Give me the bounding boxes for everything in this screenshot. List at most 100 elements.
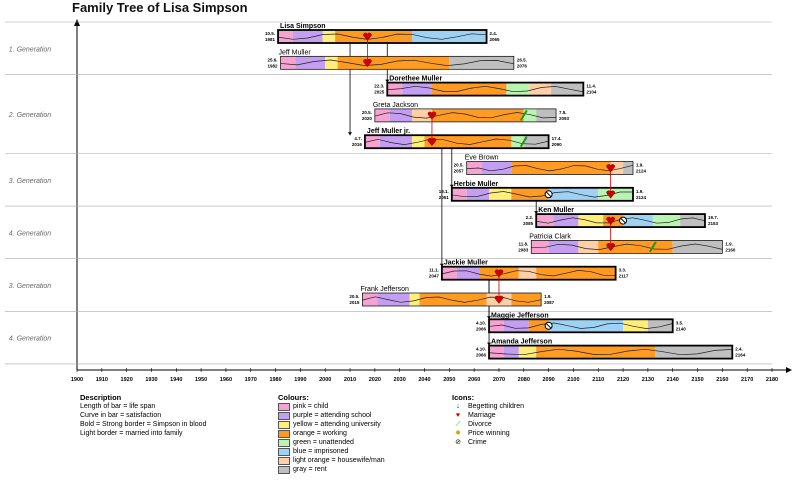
life-segment — [655, 345, 733, 359]
begetting-arrow — [449, 184, 454, 188]
generation-label: 3. Generation — [9, 283, 52, 290]
x-tick-label: 2170 — [741, 377, 753, 383]
life-segment — [278, 30, 293, 43]
divorce-icon — [648, 241, 657, 253]
x-tick-label: 2120 — [617, 377, 629, 383]
life-segment — [511, 187, 549, 201]
death-date: 1.9. — [636, 189, 644, 194]
death-year: 2124 — [636, 195, 647, 200]
birth-year: 1982 — [268, 63, 279, 68]
marriage-icon — [494, 295, 504, 304]
life-segment — [364, 135, 380, 149]
marriage-icon — [363, 32, 372, 41]
person-name: Maggie Jefferson — [491, 312, 549, 319]
icon-legend-item: ⟋Divorce — [452, 420, 524, 429]
life-bar — [488, 318, 674, 334]
death-date: 7.5. — [559, 110, 567, 115]
life-segment — [412, 30, 487, 43]
life-segment — [489, 345, 504, 359]
satisfaction-curve — [387, 85, 584, 93]
birth-year: 2015 — [349, 300, 360, 305]
x-tick-label: 2140 — [667, 377, 679, 383]
death-date: 26.5. — [517, 57, 527, 62]
person-name: Ken Muller — [538, 207, 574, 214]
x-tick-label: 2100 — [567, 377, 579, 383]
life-segment — [431, 108, 524, 122]
life-segment — [623, 319, 648, 333]
person-name: Lisa Simpson — [280, 23, 326, 30]
satisfaction-curve — [488, 322, 673, 329]
death-date: 3.5. — [676, 320, 684, 325]
death-year: 2124 — [636, 169, 647, 174]
life-segment — [389, 108, 413, 122]
life-segment — [412, 108, 432, 122]
marriage-icon: ♥ — [455, 412, 461, 419]
colour-swatch — [278, 429, 290, 438]
person-name: Patricia Clark — [529, 233, 571, 240]
icon-legend-label: Price winning — [468, 430, 510, 437]
life-bar — [535, 213, 706, 229]
satisfaction-curve — [466, 164, 634, 172]
icon-legend-item: ✹Price winning — [452, 429, 524, 438]
life-segment — [335, 30, 413, 43]
x-tick-label: 2050 — [443, 377, 455, 383]
life-segment — [536, 345, 656, 359]
colour-swatch — [278, 438, 290, 447]
colour-label: purple = attending school — [293, 412, 372, 419]
death-year: 2090 — [552, 142, 563, 147]
crime-icon-slash — [545, 191, 552, 198]
x-tick-label: 1970 — [245, 377, 257, 383]
life-segment — [647, 319, 673, 333]
life-segment — [531, 240, 549, 254]
x-tick-label: 2080 — [518, 377, 530, 383]
colour-label: orange = working — [293, 430, 347, 437]
colour-item: pink = child — [278, 402, 385, 411]
x-tick-label: 2090 — [542, 377, 554, 383]
death-date: 17.4. — [552, 136, 562, 141]
x-tick-label: 2030 — [394, 377, 406, 383]
person-name: Greta Jackson — [373, 102, 418, 109]
x-tick-label: 1980 — [269, 377, 281, 383]
birth-year: 2025 — [374, 90, 385, 95]
life-segment — [536, 266, 616, 280]
satisfaction-curve — [362, 296, 542, 303]
x-tick-label: 2010 — [344, 377, 356, 383]
death-date: 2.4. — [735, 347, 743, 352]
life-bar — [362, 292, 542, 307]
colour-swatch — [278, 465, 290, 474]
satisfaction-curve — [374, 112, 557, 119]
colour-label: green = unattended — [293, 439, 354, 446]
death-date: 1.9. — [544, 294, 552, 299]
life-segment — [481, 161, 512, 175]
x-tick-label: 1960 — [220, 377, 232, 383]
death-year: 2160 — [725, 247, 736, 252]
life-segment — [652, 214, 681, 228]
x-axis-arrow — [786, 367, 792, 373]
marriage-icon — [363, 59, 372, 68]
death-date: 11.4. — [586, 84, 596, 89]
divorce-icon: ⟋ — [455, 421, 461, 428]
life-segment — [503, 345, 519, 359]
x-tick-label: 2020 — [369, 377, 381, 383]
birth-date: 11.8. — [518, 241, 528, 246]
satisfaction-curve — [441, 270, 616, 277]
life-segment — [548, 240, 579, 254]
x-tick-label: 2110 — [592, 377, 604, 383]
death-date: 1.9. — [725, 241, 733, 246]
x-tick-label: 1990 — [294, 377, 306, 383]
icon-legend-label: Begetting children — [468, 403, 525, 410]
person-name: Jeff Muller jr. — [367, 128, 410, 135]
description-item: Length of bar = life span — [80, 403, 156, 410]
life-segment — [412, 135, 425, 149]
colour-label: light orange = housewife/man — [293, 457, 385, 464]
life-segment — [409, 293, 420, 306]
colour-item: purple = attending school — [278, 411, 385, 420]
description-item: Light border = married into family — [80, 430, 183, 437]
generation-label: 4. Generation — [9, 336, 52, 343]
satisfaction-curve — [451, 191, 633, 198]
colour-label: pink = child — [293, 403, 329, 410]
